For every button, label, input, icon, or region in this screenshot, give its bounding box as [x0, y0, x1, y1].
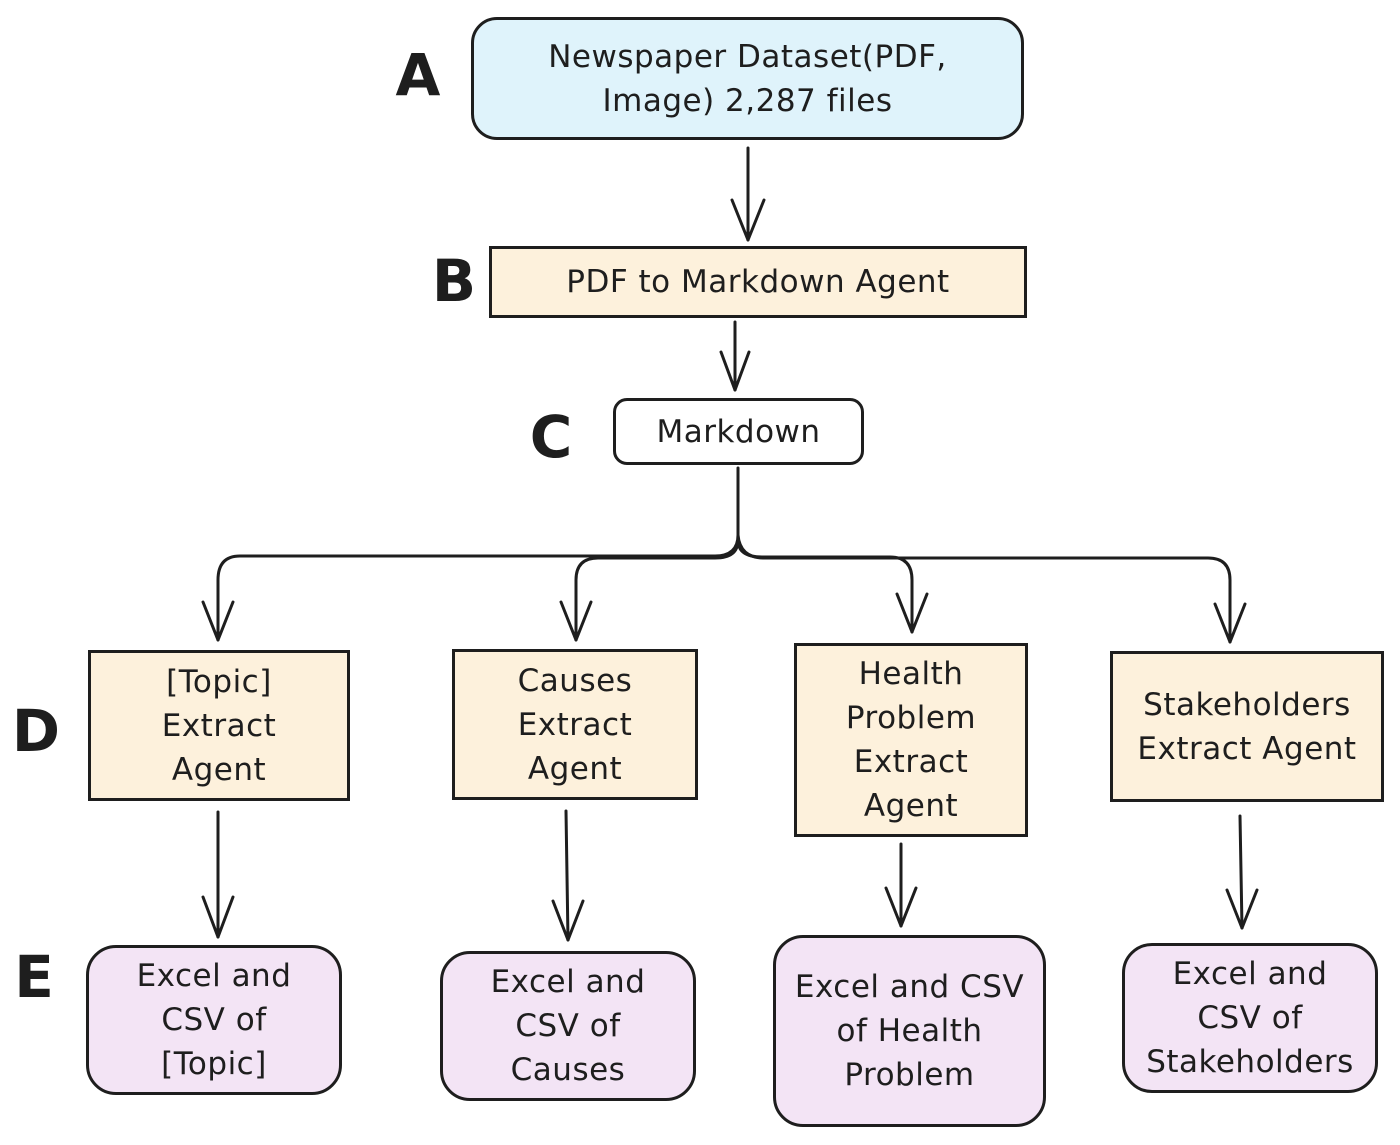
health-problem-output-label: Excel and CSV of Health Problem: [794, 969, 1025, 1093]
edge-line: [574, 538, 740, 642]
causes-output-node: Excel and CSV of Causes: [440, 951, 696, 1101]
health-problem-extract-agent-label: Health Problem Extract Agent: [845, 656, 977, 824]
topic-extract-agent-node: [Topic] Extract Agent: [88, 650, 350, 801]
edge-line: [216, 466, 740, 642]
edge-stakeholders-agent-to-output: [1225, 814, 1259, 930]
arrowhead-icon: [884, 886, 918, 928]
dataset-node: Newspaper Dataset(PDF, Image) 2,287 file…: [471, 17, 1024, 140]
arrowhead-icon: [551, 899, 585, 942]
row-label-a: A: [395, 41, 441, 109]
stakeholders-output-label: Excel and CSV of Stakeholders: [1146, 956, 1354, 1080]
edge-topic-agent-to-output: [201, 810, 235, 939]
edge-markdown-to-health-agent: [736, 538, 929, 634]
causes-output-label: Excel and CSV of Causes: [490, 964, 646, 1088]
edge-line: [564, 809, 570, 942]
arrowhead-icon: [201, 895, 235, 939]
arrowhead-icon: [1225, 888, 1259, 930]
edge-pdf-agent-to-markdown: [719, 320, 751, 392]
row-label-e: E: [14, 943, 54, 1011]
health-problem-output-node: Excel and CSV of Health Problem: [773, 935, 1046, 1127]
causes-extract-agent-label: Causes Extract Agent: [517, 662, 633, 787]
edge-markdown-to-causes-agent: [559, 538, 740, 642]
stakeholders-extract-agent-node: Stakeholders Extract Agent: [1110, 651, 1384, 802]
edge-line: [736, 533, 1232, 644]
edge-line: [736, 538, 914, 634]
arrowhead-icon: [1213, 602, 1247, 644]
markdown-node: Markdown: [613, 398, 864, 465]
topic-extract-agent-label: [Topic] Extract Agent: [161, 663, 277, 788]
row-label-c: C: [529, 403, 573, 471]
edge-dataset-to-pdf-agent: [730, 146, 766, 242]
arrowhead-icon: [559, 600, 593, 642]
topic-output-label: Excel and CSV of [Topic]: [136, 958, 292, 1082]
causes-extract-agent-node: Causes Extract Agent: [452, 649, 698, 800]
edge-markdown-to-topic-agent: [201, 466, 740, 642]
edge-causes-agent-to-output: [551, 809, 585, 942]
dataset-label: Newspaper Dataset(PDF, Image) 2,287 file…: [548, 38, 947, 119]
topic-output-node: Excel and CSV of [Topic]: [86, 945, 342, 1095]
edge-markdown-to-stakeholders-agent: [736, 533, 1247, 644]
stakeholders-output-node: Excel and CSV of Stakeholders: [1122, 943, 1378, 1093]
edge-health-agent-to-output: [884, 842, 918, 928]
arrowhead-icon: [730, 198, 766, 242]
arrowhead-icon: [201, 600, 235, 642]
arrowhead-icon: [895, 592, 929, 634]
stakeholders-extract-agent-label: Stakeholders Extract Agent: [1137, 686, 1357, 767]
row-label-d: D: [11, 697, 61, 765]
arrowhead-icon: [719, 350, 751, 392]
edge-line: [1238, 814, 1244, 930]
markdown-label: Markdown: [656, 413, 821, 450]
health-problem-extract-agent-node: Health Problem Extract Agent: [794, 643, 1028, 837]
pdf-to-markdown-agent-node: PDF to Markdown Agent: [489, 246, 1027, 318]
pdf-to-markdown-agent-label: PDF to Markdown Agent: [566, 264, 950, 300]
row-label-b: B: [431, 247, 477, 315]
